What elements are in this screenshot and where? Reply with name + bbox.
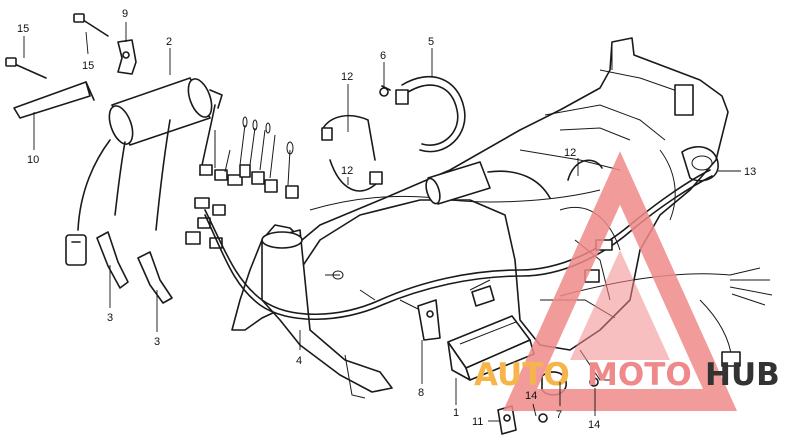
callout-3a: 3 <box>107 312 113 324</box>
callout-15b: 15 <box>82 60 94 72</box>
callout-12c: 12 <box>564 147 576 159</box>
condenser <box>425 161 551 205</box>
callout-15a: 15 <box>17 23 29 35</box>
frame-body <box>231 37 729 399</box>
callout-8: 8 <box>418 387 424 399</box>
callout-13: 13 <box>744 166 756 178</box>
callout-12a: 12 <box>341 71 353 83</box>
callout-6: 6 <box>380 50 386 62</box>
callout-11: 11 <box>472 416 483 428</box>
watermark-text-moto: MOTO <box>587 357 692 393</box>
callout-7: 7 <box>556 409 562 421</box>
watermark-logo: AUTO MOTO HUB <box>474 151 780 411</box>
callout-14b: 14 <box>588 419 600 431</box>
spark-plug-caps <box>65 231 173 304</box>
connector-bundle-left <box>185 116 299 249</box>
leader-lines <box>23 22 741 422</box>
bolts-and-clips <box>5 13 137 119</box>
callout-14a: 14 <box>525 390 537 402</box>
callout-1: 1 <box>453 407 459 419</box>
callout-labels: 15 15 9 2 10 3 3 12 12 6 5 12 13 4 8 1 1… <box>17 8 756 431</box>
ignition-coil <box>77 77 223 231</box>
callout-9: 9 <box>122 8 128 20</box>
callout-2: 2 <box>166 36 172 48</box>
callout-4: 4 <box>296 355 302 367</box>
watermark-text-auto: AUTO <box>474 357 570 393</box>
callout-10: 10 <box>27 154 39 166</box>
watermark-text-hub: HUB <box>705 357 780 393</box>
callout-5: 5 <box>428 36 434 48</box>
bands-and-clamps <box>321 76 719 192</box>
callout-12b: 12 <box>341 165 353 177</box>
callout-3b: 3 <box>154 336 160 348</box>
